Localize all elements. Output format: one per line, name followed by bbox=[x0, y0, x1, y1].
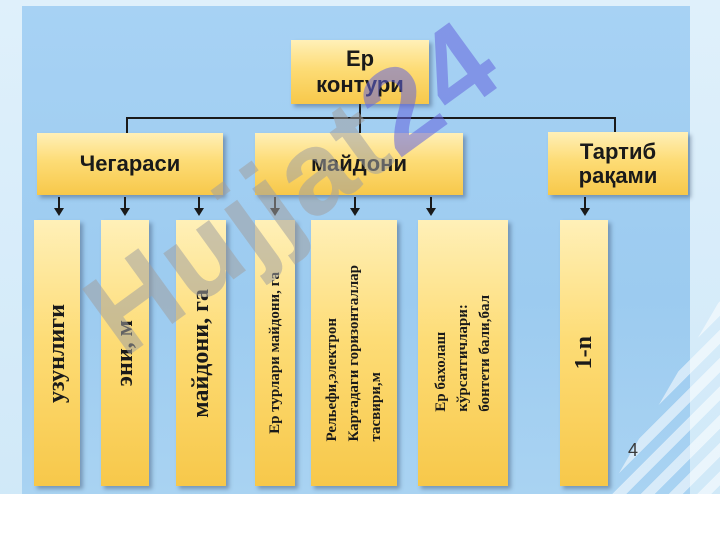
connector bbox=[359, 117, 361, 133]
leaf-relefi: Рельефи,электрон Картадаги горизонталлар… bbox=[311, 220, 397, 486]
arrow-shaft bbox=[274, 197, 276, 209]
connector bbox=[359, 104, 361, 118]
leaf-label: Ер турлари майдони, га bbox=[266, 272, 283, 434]
leaf-label: Рельефи,электрон Картадаги горизонталлар… bbox=[324, 264, 384, 442]
leaf-1-n: 1-n bbox=[560, 220, 608, 486]
arrow-shaft bbox=[584, 197, 586, 209]
leaf-label: Ер бахолаш кўрсатгичлари: бонтети бали,б… bbox=[433, 294, 493, 412]
leaf-label: 1-n bbox=[570, 336, 597, 370]
leaf-maydoni-ga: майдони, га bbox=[176, 220, 226, 486]
connector bbox=[614, 117, 616, 133]
arrow-head bbox=[54, 208, 64, 216]
arrow-shaft bbox=[354, 197, 356, 209]
leaf-uzunligi: узунлиги bbox=[34, 220, 80, 486]
page-number: 4 bbox=[628, 440, 639, 460]
category-chegarasi: Чегараси bbox=[37, 133, 223, 195]
arrow-shaft bbox=[430, 197, 432, 209]
category-maydoni: майдони bbox=[255, 133, 463, 195]
arrow-shaft bbox=[198, 197, 200, 209]
arrow-head bbox=[350, 208, 360, 216]
connector bbox=[126, 117, 128, 133]
arrow-head bbox=[270, 208, 280, 216]
arrow-head bbox=[194, 208, 204, 216]
top-node: Ер контури bbox=[291, 40, 429, 104]
category-tartib-raqami: Тартиб рақами bbox=[548, 132, 688, 195]
leaf-yer-baholash: Ер бахолаш кўрсатгичлари: бонтети бали,б… bbox=[418, 220, 508, 486]
bottom-strip bbox=[0, 494, 720, 540]
connector bbox=[126, 117, 616, 119]
arrow-shaft bbox=[124, 197, 126, 209]
arrow-head bbox=[120, 208, 130, 216]
arrow-head bbox=[426, 208, 436, 216]
leaf-label: узунлиги bbox=[43, 303, 70, 403]
leaf-eni: эни, м bbox=[101, 220, 149, 486]
arrow-shaft bbox=[58, 197, 60, 209]
arrow-head bbox=[580, 208, 590, 216]
leaf-yer-turlari: Ер турлари майдони, га bbox=[255, 220, 295, 486]
